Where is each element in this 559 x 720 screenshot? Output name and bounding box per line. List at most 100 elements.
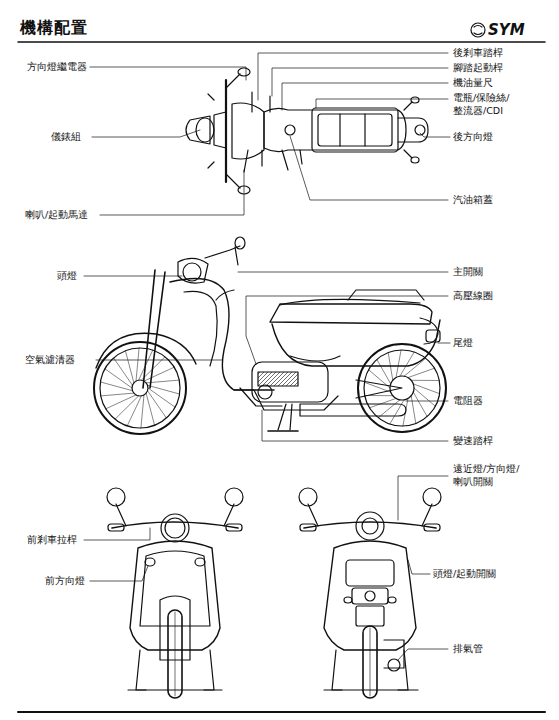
drawing-stroke — [398, 476, 448, 520]
drawing-stroke — [184, 291, 217, 366]
drawing-stroke — [145, 558, 155, 566]
drawing-stroke — [235, 237, 245, 249]
leader-lines — [84, 53, 450, 660]
drawing-stroke — [420, 133, 450, 137]
drawing-stroke — [234, 390, 338, 410]
drawing-stroke — [112, 522, 238, 528]
drawing-stroke — [132, 380, 148, 396]
part-label: 尾燈 — [452, 336, 474, 349]
page-title: 機構配置 — [20, 18, 88, 39]
drawing-stroke — [128, 689, 222, 690]
part-label: 頭燈/起動開關 — [432, 567, 497, 580]
brand-logo: SYM — [488, 21, 525, 39]
drawing-stroke — [348, 290, 424, 300]
drawing-stroke — [146, 393, 155, 425]
drawing-stroke — [426, 330, 440, 342]
drawing-stroke — [141, 395, 144, 428]
drawing-stroke — [413, 392, 427, 416]
drawing-stroke — [290, 356, 340, 361]
drawing-stroke — [299, 488, 317, 506]
part-label: 頭燈 — [56, 269, 78, 282]
drawing-stroke — [411, 157, 419, 163]
drawing-stroke — [411, 380, 439, 381]
drawing-stroke — [318, 114, 392, 146]
drawing-stroke — [264, 108, 406, 151]
drawing-stroke — [195, 558, 205, 566]
drawing-stroke — [143, 270, 165, 388]
drawing-stroke — [226, 524, 242, 531]
drawing-stroke — [300, 524, 316, 531]
part-label: 遠近燈/方向燈/ 喇叭開關 — [452, 462, 526, 488]
part-label: 方向燈繼電器 — [26, 60, 88, 73]
drawing-stroke — [400, 352, 414, 376]
drawing-stroke — [356, 380, 402, 398]
drawing-stroke — [365, 591, 375, 601]
drawing-stroke — [144, 367, 174, 381]
drawing-stroke — [165, 518, 185, 538]
drawing-stroke — [258, 385, 272, 399]
drawing-stroke — [324, 689, 418, 690]
drawing-stroke — [84, 528, 150, 540]
drawing-stroke — [238, 272, 448, 273]
part-label: 高壓線圈 — [452, 289, 494, 302]
drawing-stroke — [423, 488, 441, 506]
drawing-stroke — [282, 150, 302, 170]
drawing-stroke — [226, 74, 240, 188]
drawing-stroke — [136, 650, 214, 690]
drawing-stroke — [404, 102, 412, 158]
drawing-stroke — [332, 650, 408, 690]
part-label: 儀錶組 — [50, 130, 82, 143]
front-view — [107, 488, 243, 698]
drawing-stroke — [413, 384, 439, 394]
drawing-stroke — [244, 92, 270, 172]
drawing-stroke — [101, 393, 134, 396]
drawing-stroke — [225, 80, 227, 182]
part-label: 汽油箱蓋 — [452, 193, 494, 206]
drawing-stroke — [216, 290, 234, 300]
drawing-stroke — [280, 299, 420, 305]
drawing-stroke — [398, 118, 428, 142]
drawing-stroke — [364, 114, 365, 146]
drawing-stroke — [116, 504, 234, 526]
drawing-stroke — [148, 385, 180, 394]
drawing-stroke — [411, 97, 419, 103]
drawing-stroke — [290, 136, 448, 200]
drawing-stroke — [408, 560, 430, 574]
drawing-stroke — [106, 395, 136, 409]
drawing-stroke — [398, 649, 448, 660]
drawing-stroke — [168, 610, 182, 698]
drawing-stroke — [388, 597, 396, 603]
drawing-stroke — [278, 404, 292, 430]
drawing-stroke — [344, 597, 352, 603]
drawing-stroke — [246, 296, 448, 364]
drawing-stroke — [272, 320, 440, 366]
drawing-stroke — [108, 524, 124, 531]
part-label: 機油量尺 — [452, 76, 494, 89]
drawing-stroke — [384, 640, 404, 668]
drawing-stroke — [388, 659, 400, 671]
drawing-stroke — [107, 488, 125, 506]
drawing-stroke — [240, 388, 282, 406]
drawing-stroke — [362, 518, 378, 534]
drawing-stroke — [420, 318, 438, 344]
drawing-stroke — [406, 401, 448, 402]
drawing-stroke — [92, 130, 200, 137]
drawing-stroke — [262, 410, 448, 441]
rear-view — [299, 488, 441, 698]
drawing-stroke — [84, 276, 182, 277]
drawing-stroke — [356, 606, 384, 626]
drawing-stroke — [208, 94, 214, 168]
part-label: 排氣管 — [452, 642, 484, 655]
drawing-stroke — [304, 522, 436, 528]
drawing-stroke — [125, 351, 133, 383]
drawing-stroke — [346, 560, 394, 586]
drawing-stroke — [339, 114, 340, 146]
drawing-stroke — [258, 53, 448, 100]
part-label: 後剎車踏桿 — [452, 46, 504, 59]
drawing-stroke — [148, 391, 167, 418]
part-label: 後方向燈 — [452, 130, 494, 143]
drawing-stroke — [363, 626, 377, 698]
footer-rule — [18, 711, 545, 713]
drawing-stroke — [90, 566, 148, 581]
drawing-stroke — [136, 348, 139, 381]
